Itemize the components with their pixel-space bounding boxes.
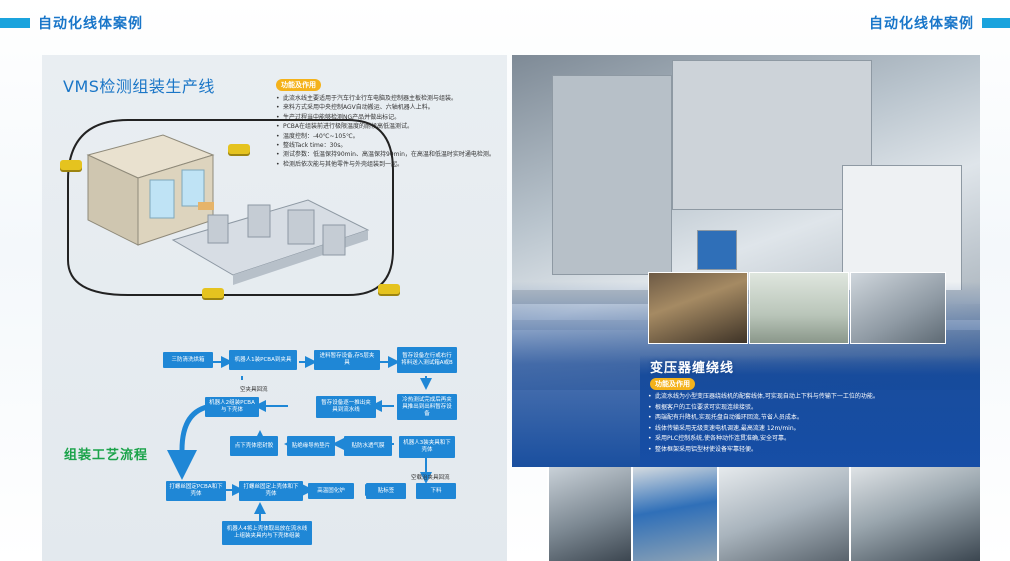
assembly-line: [171, 199, 370, 285]
vms-features: 功能及作用 此流水线主要适用于汽车行业行车电脑及控制器主板检测与组装。 来料方式…: [276, 72, 501, 170]
transformer-features-label: 功能及作用: [650, 378, 695, 390]
flow-step: 机器人4将上壳体取出放在流水线上组装夹具内与下壳体组装: [222, 521, 312, 545]
flow-step: 暂存设备逐一推出夹具到流水线: [316, 396, 376, 418]
flow-step: 机器人3装夹具和下壳体: [399, 436, 455, 458]
transformer-feature-item: 采用PLC控制系统,使各种动作连贯准确,安全可靠。: [648, 434, 978, 445]
flow-step: 三防清洗烘箱: [163, 352, 213, 368]
flow-step: 下料: [416, 483, 456, 499]
test-chamber: [86, 134, 215, 246]
header-right-title: 自动化线体案例: [869, 16, 974, 32]
flow-label-return: 空夹具回流: [240, 387, 268, 393]
transformer-feature-item: 整体框架采用铝型材使设备牢靠轻便。: [648, 445, 978, 456]
transformer-feature-item: 两端配有升降机,实现托盘自动循环回流,节省人员成本。: [648, 413, 978, 424]
header-left-title: 自动化线体案例: [38, 16, 143, 32]
vms-features-list: 此流水线主要适用于汽车行业行车电脑及控制器主板检测与组装。 来料方式采用中央控制…: [276, 94, 501, 170]
header-accent-bar: [982, 18, 1010, 28]
bottom-photo-1: [547, 467, 631, 561]
flow-step: 点下壳体密封胶: [230, 436, 278, 456]
vms-feature-item: 生产过程当中能够检测NG产品并做出标记。: [276, 113, 501, 123]
transformer-features-list: 此流水线为小型变压器绕线机的配套线体,可实现自动上下料与传输下一工位的功能。 根…: [648, 392, 978, 455]
transformer-feature-item: 线体传输采用无级变速电机调速,最高流速 12m/min。: [648, 424, 978, 435]
flow-step: 冷热测试完成后再夹具推出到出料暂存设备: [397, 394, 457, 420]
bottom-photo-3: [717, 467, 849, 561]
agv-cart: [60, 160, 82, 170]
bottom-photo-2: [631, 467, 717, 561]
flow-step: 贴绝缘导热垫片: [287, 436, 335, 456]
flow-step: 贴标签: [366, 483, 406, 499]
header-right: 自动化线体案例: [869, 12, 1010, 34]
header-left: 自动化线体案例: [0, 12, 143, 34]
flow-title: 组装工艺流程: [64, 448, 149, 463]
flow-step: 机器人2组装PCBA与下壳体: [205, 397, 259, 417]
flow-step: 进料暂存设备,存5层夹具: [314, 350, 380, 370]
transformer-title: 变压器缠绕线: [650, 361, 735, 376]
agv-track: [67, 119, 394, 296]
inset-photo-2: [749, 272, 849, 344]
flow-label-return: 空载治夹具回流: [411, 475, 450, 481]
header-accent-bar: [0, 18, 30, 28]
vms-feature-item: 来料方式采用中央控制AGV自动搬运、六轴机器人上料。: [276, 103, 501, 113]
bottom-photo-4: [849, 467, 980, 561]
vms-feature-item: 此流水线主要适用于汽车行业行车电脑及控制器主板检测与组装。: [276, 94, 501, 104]
vms-feature-item: 检测后依次能与其他零件与外壳组装到一起。: [276, 160, 501, 170]
inset-photo-1: [648, 272, 748, 344]
flow-step: 打螺丝固定上壳体和下壳体: [239, 481, 303, 501]
vms-feature-item: PCBA在组装前进行极限温度的耐候高低温测试。: [276, 122, 501, 132]
flow-step: 打螺丝固定PCBA和下壳体: [166, 481, 226, 501]
agv-cart: [378, 284, 400, 294]
flow-step: 贴防水透气膜: [344, 436, 392, 456]
inset-photo-3: [850, 272, 946, 344]
flow-step: 高温固化炉: [308, 483, 354, 499]
transformer-feature-item: 此流水线为小型变压器绕线机的配套线体,可实现自动上下料与传输下一工位的功能。: [648, 392, 978, 403]
vms-line-illustration: [67, 119, 394, 296]
vms-features-label: 功能及作用: [276, 79, 321, 91]
agv-cart: [228, 144, 250, 154]
flow-step: 机器人1装PCBA到夹具: [229, 350, 297, 370]
transformer-feature-item: 根据客户的工位要求可实现连续接驳。: [648, 403, 978, 414]
vms-feature-item: 温度控制：-40℃~105℃。: [276, 132, 501, 142]
vms-feature-item: 测试参数：低温保持90min、高温保持90min，在高温和低温时实时通电检测。: [276, 150, 501, 160]
agv-cart: [202, 288, 224, 298]
vms-title: VMS检测组装生产线: [63, 77, 215, 96]
vms-feature-item: 整线Tack time：30s。: [276, 141, 501, 151]
flow-step: 暂存设备左行或右行将料送入测试箱A或B: [397, 347, 457, 373]
